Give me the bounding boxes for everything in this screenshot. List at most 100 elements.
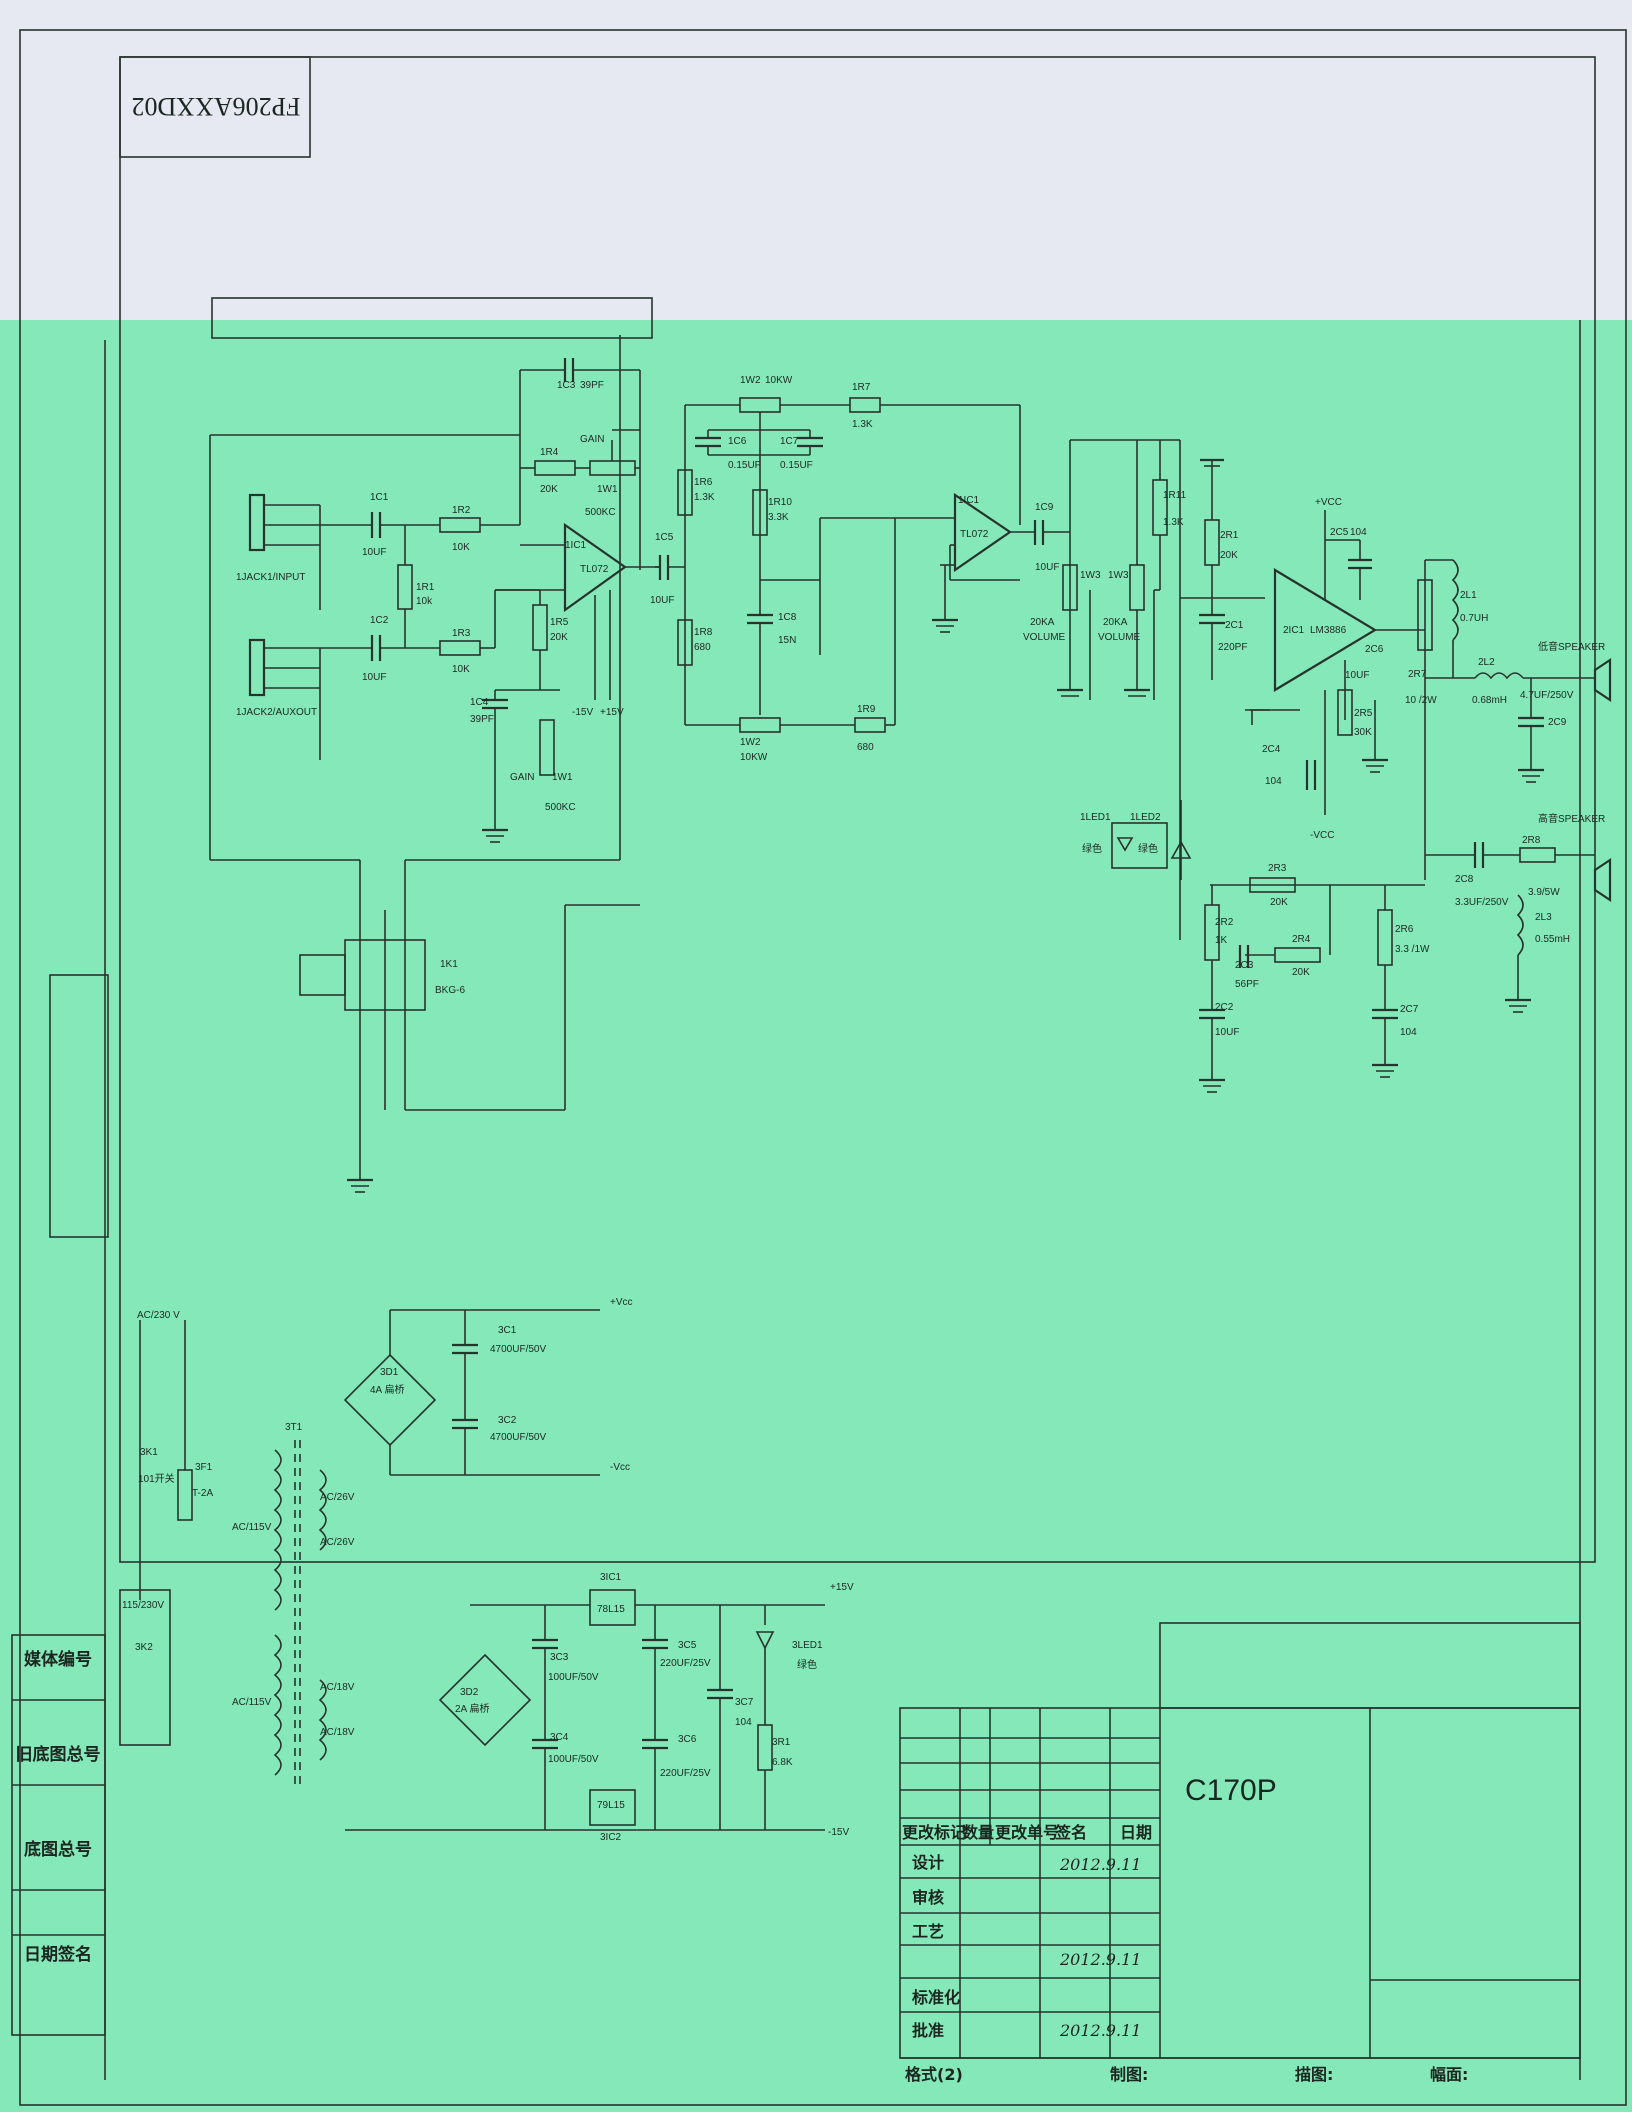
svg-text:1C5: 1C5 xyxy=(655,532,674,543)
svg-text:10k: 10k xyxy=(416,596,433,607)
svg-text:3D2: 3D2 xyxy=(460,1687,479,1698)
svg-text:2R8: 2R8 xyxy=(1522,835,1541,846)
svg-text:104: 104 xyxy=(1350,527,1367,538)
svg-text:10KW: 10KW xyxy=(740,752,768,763)
svg-text:AC/115V: AC/115V xyxy=(232,1522,272,1533)
svg-text:0.15UF: 0.15UF xyxy=(780,460,813,471)
svg-text:2R2: 2R2 xyxy=(1215,917,1234,928)
svg-text:500KC: 500KC xyxy=(585,507,616,518)
svg-text:2C3: 2C3 xyxy=(1235,960,1254,971)
svg-text:3C5: 3C5 xyxy=(678,1640,697,1651)
side-label-0: 媒体编号 xyxy=(24,1649,92,1670)
svg-text:10KW: 10KW xyxy=(765,375,793,386)
svg-text:1R2: 1R2 xyxy=(452,505,471,516)
svg-text:220UF/25V: 220UF/25V xyxy=(660,1768,711,1779)
svg-text:20K: 20K xyxy=(550,632,568,643)
svg-text:1C7: 1C7 xyxy=(780,436,799,447)
svg-text:2R1: 2R1 xyxy=(1220,530,1239,541)
svg-text:数量: 数量 xyxy=(962,1823,994,1842)
svg-text:56PF: 56PF xyxy=(1235,979,1259,990)
svg-text:1R11: 1R11 xyxy=(1163,490,1187,501)
svg-text:3.3 /1W: 3.3 /1W xyxy=(1395,944,1430,955)
svg-text:3C2: 3C2 xyxy=(498,1415,517,1426)
svg-text:1C9: 1C9 xyxy=(1035,502,1054,513)
svg-text:2IC1: 2IC1 xyxy=(1283,625,1305,636)
svg-text:AC/26V: AC/26V xyxy=(320,1537,355,1548)
svg-text:1R7: 1R7 xyxy=(852,382,871,393)
svg-text:4A 扁桥: 4A 扁桥 xyxy=(370,1383,404,1396)
svg-text:1IC1: 1IC1 xyxy=(958,495,980,506)
inner-frame-top xyxy=(119,56,1596,1563)
svg-text:AC/230 V: AC/230 V xyxy=(137,1310,180,1321)
svg-text:标准化: 标准化 xyxy=(911,1988,960,2007)
svg-text:1K: 1K xyxy=(1215,935,1228,946)
svg-text:VOLUME: VOLUME xyxy=(1023,632,1066,643)
svg-text:10K: 10K xyxy=(452,664,470,675)
svg-text:1W2: 1W2 xyxy=(740,375,761,386)
svg-text:1.3K: 1.3K xyxy=(1163,517,1184,528)
svg-text:10UF: 10UF xyxy=(362,547,386,558)
svg-text:2R5: 2R5 xyxy=(1354,708,1373,719)
svg-text:680: 680 xyxy=(857,742,874,753)
svg-text:1W3: 1W3 xyxy=(1080,570,1101,581)
svg-text:1JACK2/AUXOUT: 1JACK2/AUXOUT xyxy=(236,707,317,718)
svg-text:2R3: 2R3 xyxy=(1268,863,1287,874)
svg-text:0.7UH: 0.7UH xyxy=(1460,613,1488,624)
svg-text:3.9/5W: 3.9/5W xyxy=(1528,887,1560,898)
svg-text:2C4: 2C4 xyxy=(1262,744,1281,755)
svg-text:1R1: 1R1 xyxy=(416,582,435,593)
svg-text:2C8: 2C8 xyxy=(1455,874,1474,885)
led-group: 1LED1 绿色 1LED2 绿色 xyxy=(1080,800,1192,880)
svg-text:低音SPEAKER: 低音SPEAKER xyxy=(1538,640,1605,653)
side-label-1: 旧底图总号 xyxy=(16,1744,101,1765)
outer-frame xyxy=(19,29,1627,2106)
svg-text:3.3UF/250V: 3.3UF/250V xyxy=(1455,897,1509,908)
svg-text:AC/18V: AC/18V xyxy=(320,1727,355,1738)
svg-text:3D1: 3D1 xyxy=(380,1367,399,1378)
svg-text:幅面:: 幅面: xyxy=(1430,2065,1468,2084)
svg-text:3C7: 3C7 xyxy=(735,1697,754,1708)
svg-text:0.68mH: 0.68mH xyxy=(1472,695,1507,706)
svg-text:签名: 签名 xyxy=(1054,1823,1087,1842)
svg-text:100UF/50V: 100UF/50V xyxy=(548,1754,599,1765)
svg-text:20KA: 20KA xyxy=(1030,617,1055,628)
svg-text:20K: 20K xyxy=(1220,550,1238,561)
svg-text:1W1: 1W1 xyxy=(597,484,618,495)
svg-text:1R3: 1R3 xyxy=(452,628,471,639)
svg-text:2012.9.11: 2012.9.11 xyxy=(1059,2021,1141,2040)
svg-text:1.3K: 1.3K xyxy=(852,419,873,430)
svg-text:2012.9.11: 2012.9.11 xyxy=(1059,1950,1141,1969)
svg-text:39PF: 39PF xyxy=(470,714,494,725)
svg-text:4700UF/50V: 4700UF/50V xyxy=(490,1432,546,1443)
svg-text:TL072: TL072 xyxy=(580,564,609,575)
svg-text:2012.9.11: 2012.9.11 xyxy=(1059,1855,1141,1874)
svg-text:2A 扁桥: 2A 扁桥 xyxy=(455,1702,489,1715)
svg-text:高音SPEAKER: 高音SPEAKER xyxy=(1538,812,1605,825)
svg-text:更改标记: 更改标记 xyxy=(902,1823,966,1842)
svg-text:39PF: 39PF xyxy=(580,380,604,391)
svg-text:3C1: 3C1 xyxy=(498,1325,517,1336)
svg-text:115/230V: 115/230V xyxy=(122,1600,164,1611)
svg-text:1R8: 1R8 xyxy=(694,627,713,638)
svg-text:更改单号: 更改单号 xyxy=(995,1823,1059,1842)
svg-text:3C4: 3C4 xyxy=(550,1732,569,1743)
svg-text:3K2: 3K2 xyxy=(135,1642,153,1653)
svg-text:2L2: 2L2 xyxy=(1478,657,1495,668)
svg-text:0.55mH: 0.55mH xyxy=(1535,934,1570,945)
svg-text:T-2A: T-2A xyxy=(192,1488,213,1499)
svg-text:3C6: 3C6 xyxy=(678,1734,697,1745)
svg-text:2C9: 2C9 xyxy=(1548,717,1567,728)
svg-text:+15V: +15V xyxy=(830,1582,854,1593)
svg-text:-15V: -15V xyxy=(828,1827,849,1838)
svg-text:20K: 20K xyxy=(1292,967,1310,978)
svg-text:6.8K: 6.8K xyxy=(772,1757,793,1768)
svg-text:3C3: 3C3 xyxy=(550,1652,569,1663)
svg-text:10K: 10K xyxy=(452,542,470,553)
svg-text:10UF: 10UF xyxy=(362,672,386,683)
side-label-3: 日期签名 xyxy=(24,1944,92,1965)
svg-text:2C5: 2C5 xyxy=(1330,527,1349,538)
svg-text:4700UF/50V: 4700UF/50V xyxy=(490,1344,546,1355)
svg-text:-VCC: -VCC xyxy=(1310,830,1334,841)
svg-text:2C1: 2C1 xyxy=(1225,620,1244,631)
svg-text:101开关: 101开关 xyxy=(138,1472,175,1485)
